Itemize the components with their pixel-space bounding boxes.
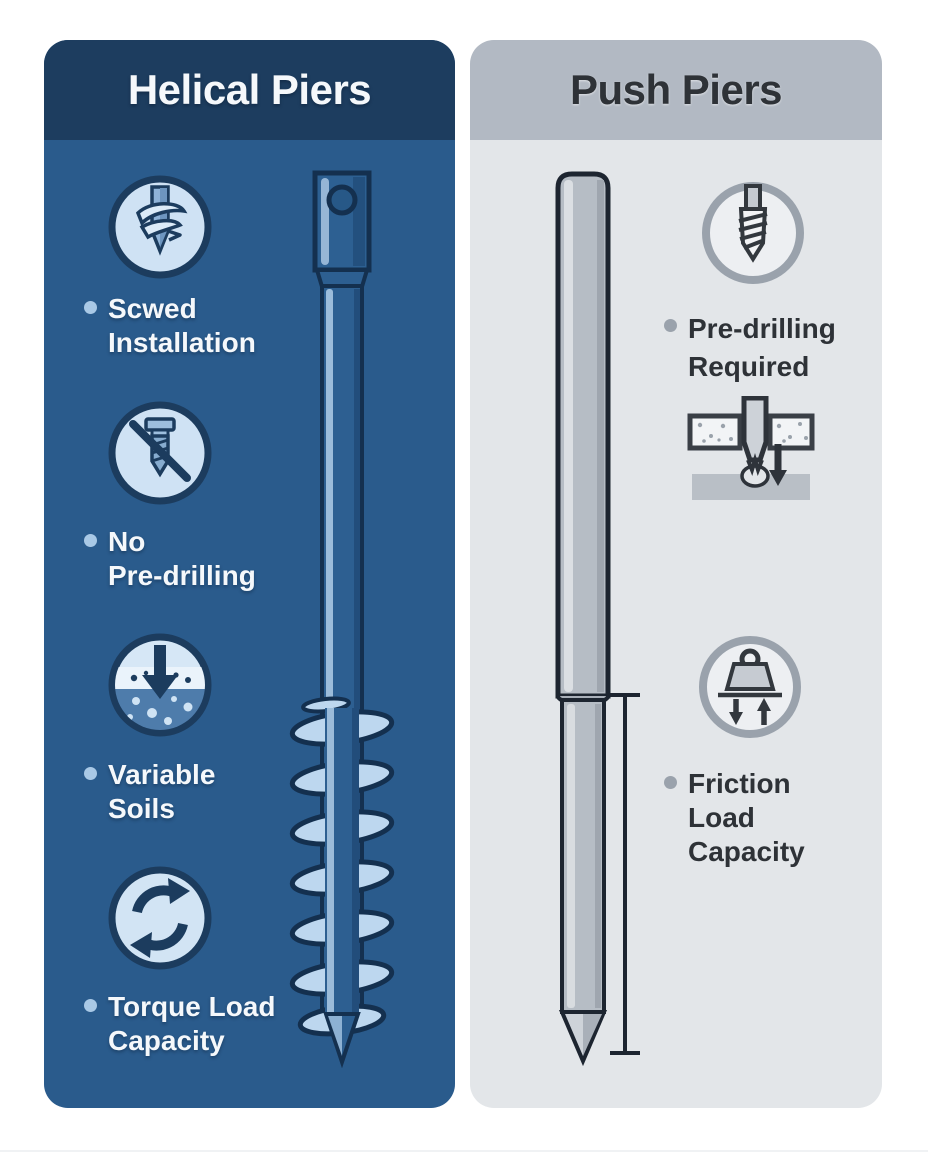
feature-label-line: Capacity (108, 1025, 225, 1056)
no-predrilling-icon (108, 401, 212, 505)
bullet-dot (664, 776, 677, 789)
drill-bit-icon (702, 182, 804, 284)
feature-label-line: Scwed (108, 293, 197, 324)
bullet-dot (84, 534, 97, 547)
feature-torque-load-capacity: Torque Load Capacity (84, 990, 344, 1058)
depth-dimension-line (610, 693, 640, 1055)
feature-label-line: Pre-drilling (108, 560, 256, 591)
feature-label-line: Torque Load (108, 991, 276, 1022)
bullet-dot (84, 301, 97, 314)
bullet-dot (84, 767, 97, 780)
torque-rotation-icon (108, 866, 212, 970)
push-piers-panel: Push Piers (470, 40, 882, 1108)
feature-no-predrilling: No Pre-drilling (84, 525, 324, 593)
helical-pier-illustration (289, 170, 395, 1068)
bottom-edge-artifact (0, 1150, 928, 1152)
feature-label-line: Variable (108, 759, 216, 790)
feature-label-line: Installation (108, 327, 256, 358)
auger-screw-icon (108, 175, 212, 279)
feature-label-line: Required (688, 351, 810, 382)
push-piers-title: Push Piers (569, 66, 783, 113)
weight-load-icon (699, 636, 801, 738)
feature-label-line: Load (688, 802, 755, 833)
feature-label-line: No (108, 526, 146, 557)
bullet-dot (84, 999, 97, 1012)
push-pier-illustration (555, 171, 640, 1067)
drill-through-soil-diagram (687, 396, 815, 500)
soil-penetration-icon (108, 633, 212, 737)
helical-piers-title: Helical Piers (127, 66, 372, 113)
feature-friction-load-capacity: Friction Load Capacity (664, 767, 854, 869)
helical-piers-panel: Helical Piers (44, 40, 455, 1108)
feature-label-line: Capacity (688, 836, 805, 867)
feature-variable-soils: Variable Soils (84, 758, 324, 826)
feature-screwed-installation: Scwed Installation (84, 292, 324, 360)
helical-piers-header: Helical Piers (44, 40, 455, 140)
feature-label-line: Friction (688, 768, 791, 799)
feature-label-line: Soils (108, 793, 175, 824)
feature-predrilling-required: Pre-drilling Required (664, 310, 854, 386)
feature-label-line: Pre-drilling (688, 313, 836, 344)
push-piers-header: Push Piers (470, 40, 882, 140)
bullet-dot (664, 319, 677, 332)
